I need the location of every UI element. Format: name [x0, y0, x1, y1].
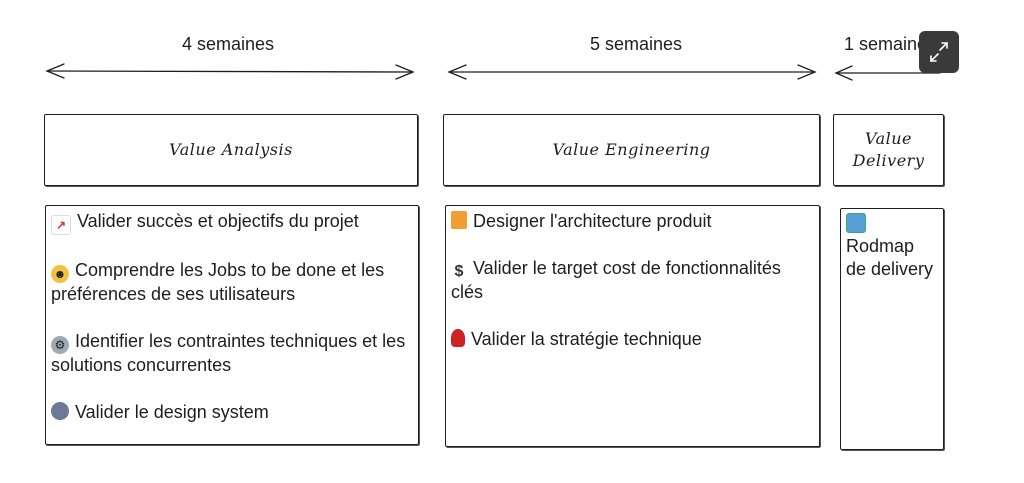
list-item-text: Valider le target cost de fonctionnalité… — [451, 258, 781, 302]
duration-label-delivery: 1 semaine — [844, 34, 928, 54]
list-item: Rodmap de delivery — [846, 213, 939, 281]
phase-content-value-delivery: Rodmap de delivery — [840, 208, 944, 450]
phase-content-value-engineering: Designer l'architecture produit $Valider… — [445, 205, 820, 447]
phase-header-value-analysis: Value Analysis — [44, 114, 418, 186]
dollar-icon: $ — [454, 263, 464, 280]
phase-content-value-analysis: ↗ Valider succès et objectifs du projet ☻… — [45, 205, 419, 445]
expand-button[interactable] — [919, 31, 959, 73]
phase-title-value-engineering: Value Engineering — [552, 140, 711, 159]
phase-title-value-delivery-line2: Delivery — [852, 151, 925, 170]
phase-header-value-engineering: Value Engineering — [443, 114, 820, 186]
phase-title-value-delivery-line1: Value — [864, 129, 912, 148]
list-item: ↗ Valider succès et objectifs du projet — [51, 210, 414, 235]
duration-label-analysis: 4 semaines — [182, 34, 275, 54]
list-item-text: Rodmap de delivery — [846, 236, 934, 279]
student-icon — [51, 402, 69, 420]
list-item-text: Identifier les contraintes techniques et… — [51, 331, 406, 375]
gear-icon: ⚙ — [51, 336, 69, 354]
chart-increasing-icon: ↗ — [51, 215, 71, 235]
duration-label-engineering: 5 semaines — [590, 34, 683, 54]
list-item: $Valider le target cost de fonctionnalit… — [451, 257, 815, 304]
smiling-face-icon: ☻ — [51, 265, 69, 283]
map-icon — [846, 213, 866, 233]
list-item-text: Valider le design system — [75, 402, 269, 422]
phase-title-value-analysis: Value Analysis — [169, 140, 293, 159]
list-item: ☻Comprendre les Jobs to be done et les p… — [51, 259, 414, 306]
list-item-text: Comprendre les Jobs to be done et les pr… — [51, 260, 385, 304]
list-item-text: Valider la stratégie technique — [471, 329, 702, 349]
list-item-text: Valider succès et objectifs du projet — [77, 211, 359, 231]
joystick-icon — [451, 329, 465, 347]
expand-icon — [930, 42, 948, 62]
list-item: Valider la stratégie technique — [451, 328, 815, 351]
construction-crane-icon — [451, 211, 467, 229]
phase-header-value-delivery: Value Delivery — [833, 114, 944, 186]
list-item: ⚙Identifier les contraintes techniques e… — [51, 330, 414, 377]
list-item: Designer l'architecture produit — [451, 210, 815, 233]
list-item: Valider le design system — [51, 401, 414, 424]
list-item-text: Designer l'architecture produit — [473, 211, 712, 231]
